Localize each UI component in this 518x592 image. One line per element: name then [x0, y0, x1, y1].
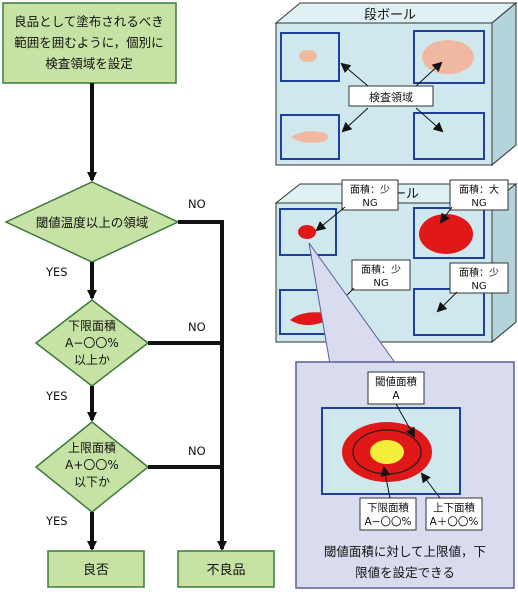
decision3-line3: 以下か	[74, 475, 110, 489]
label-upper-line2: A＋〇〇%	[430, 516, 479, 528]
no-label-1: NO	[188, 197, 206, 211]
label-upper-line1: 上下面積	[433, 501, 475, 514]
label-lower-line1: 下限面積	[367, 501, 409, 514]
callout-area-small-1	[341, 179, 399, 211]
label-threshold-line1: 閾値面積	[375, 375, 417, 388]
no-label-3: NO	[188, 444, 206, 458]
label-lower-limit	[359, 497, 417, 531]
label-upper-limit	[425, 497, 483, 531]
cardboard-box-top: 段ボール 検査領域	[274, 1, 518, 167]
decision3-line1: 上限面積	[68, 440, 116, 455]
defect-blob-teardrop	[290, 312, 327, 326]
pointer-line-tr	[415, 61, 443, 87]
decision2-line1: 下限面積	[68, 318, 116, 333]
yes-label-1: YES	[45, 265, 68, 279]
lower-limit-core	[370, 440, 404, 464]
flowchart: 良品として塗布されるべき 範囲を囲むように，個別に 検査領域を設定 閾値温度以上…	[2, 2, 275, 588]
callout-4-pointer	[436, 291, 458, 313]
label-threshold-line2: A	[392, 390, 400, 402]
no-label-2: NO	[188, 320, 206, 334]
callout-4-line1: 面積：少	[459, 266, 499, 279]
defect-blob-small	[298, 225, 316, 239]
callout-1-pointer	[315, 206, 346, 232]
yes-label-3: YES	[45, 514, 68, 528]
callout-2-pointer	[439, 206, 453, 224]
label-lower-line2: A−〇〇%	[365, 516, 412, 528]
label-inspection-region	[348, 85, 434, 107]
decision1-text: 閾値温度以上の領域	[36, 215, 149, 230]
yes-label-2: YES	[45, 389, 68, 403]
coating-blob-small	[299, 50, 317, 62]
box-mid-title: ール	[393, 187, 419, 202]
decision2-line2: A−〇〇%	[65, 336, 119, 350]
start-text-line2: 範囲を囲むように，個別に	[14, 35, 163, 50]
pointer-line-bl	[341, 107, 369, 133]
callout-2-line1: 面積：大	[459, 183, 499, 196]
inspection-region-br	[413, 112, 485, 160]
callout-3-line1: 面積：少	[361, 263, 401, 276]
detail-caption-line2: 限値を設定できる	[355, 565, 455, 580]
callout-2-line2: NG	[471, 198, 486, 209]
region-mid-tl	[279, 208, 337, 256]
pointer-line-br	[415, 107, 444, 133]
coating-blob-large	[422, 40, 474, 74]
box-top-title: 段ボール	[364, 8, 416, 23]
upper-pointer	[420, 472, 441, 499]
decision3-line2: A+〇〇%	[65, 458, 119, 472]
callout-3-line2: NG	[373, 278, 388, 289]
result-good-text: 良否	[83, 562, 109, 578]
detail-caption-line1: 閾値面積に対して上限値，下	[324, 544, 486, 559]
pointer-line-tl	[340, 62, 369, 87]
callout-1-line1: 面積：少	[350, 183, 390, 196]
callout-4-line2: NG	[471, 281, 486, 292]
callout-1-line2: NG	[362, 198, 377, 209]
lower-pointer	[380, 466, 391, 499]
start-text-line3: 検査領域を設定	[45, 56, 133, 71]
decision2-line3: 以上か	[74, 353, 110, 367]
callout-area-large	[449, 179, 509, 211]
label-inspection-region-text: 検査領域	[369, 90, 413, 104]
coating-blob-teardrop	[291, 131, 328, 143]
detail-panel: 閾値面積 A 下限面積 A−〇〇% 上下面積 A＋〇〇% 閾値面積に対して上限値…	[295, 361, 515, 589]
callout-area-small-3	[351, 259, 411, 291]
box-top-side	[491, 1, 517, 167]
result-bad-text: 不良品	[206, 562, 245, 578]
result-good-box	[47, 550, 145, 588]
threshold-pointer	[395, 403, 415, 438]
callout-area-small-4	[449, 262, 509, 294]
start-text-line1: 良品として塗布されるべき	[14, 14, 164, 29]
start-box	[2, 2, 177, 84]
cardboard-box-middle: ール 面積：少 NG 面積：大 NG 面積：少 NG 面積：少 NG	[274, 179, 518, 344]
region-mid-br	[413, 288, 485, 336]
defect-blob-large	[419, 214, 473, 254]
result-bad-box	[177, 550, 275, 588]
